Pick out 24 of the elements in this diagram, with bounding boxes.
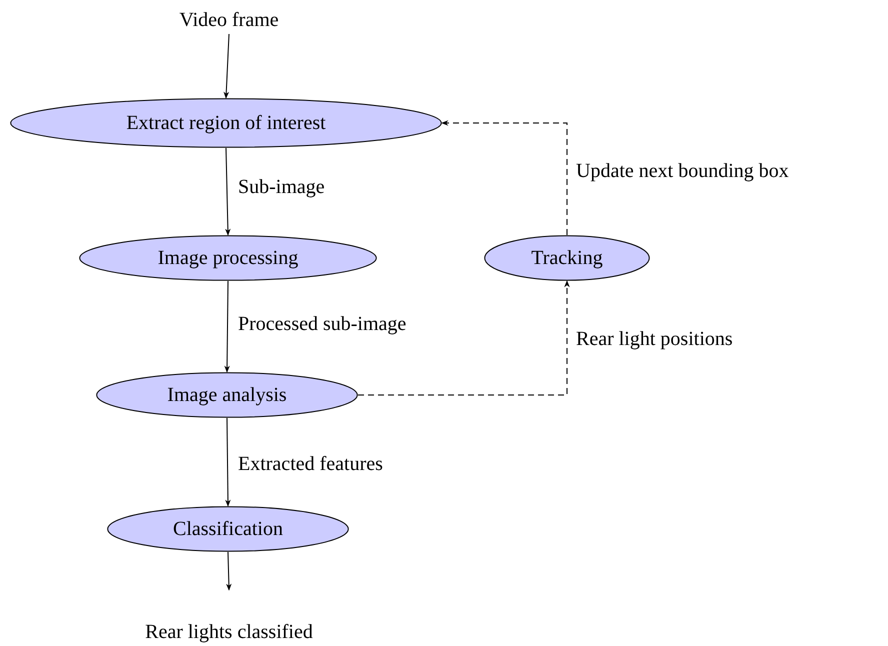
edge-label: Update next bounding box (576, 160, 789, 183)
arrow (224, 280, 230, 373)
arrow (441, 120, 568, 236)
process-ellipse (107, 506, 349, 552)
flow-label: Video frame (149, 6, 309, 34)
step-label: Classification (173, 518, 283, 540)
process-ellipse (484, 235, 650, 281)
step-label: Extract region of interest (126, 112, 326, 134)
flow-label: Rear lights classified (109, 618, 349, 646)
arrow (224, 34, 230, 99)
process-ellipse (10, 98, 442, 148)
step-label: Image processing (158, 246, 298, 270)
edge-label: Extracted features (238, 453, 383, 476)
step-label: Image analysis (167, 384, 287, 406)
arrow (225, 418, 231, 507)
arrow (226, 552, 232, 591)
process-ellipse (79, 235, 377, 281)
process-ellipse (96, 372, 358, 418)
step-label: Tracking (531, 246, 603, 270)
edge-label: Rear light positions (576, 328, 733, 351)
arrow (225, 148, 231, 236)
edge-label: Sub-image (238, 176, 325, 199)
edge-label: Processed sub-image (238, 313, 406, 336)
arrow (358, 280, 570, 396)
